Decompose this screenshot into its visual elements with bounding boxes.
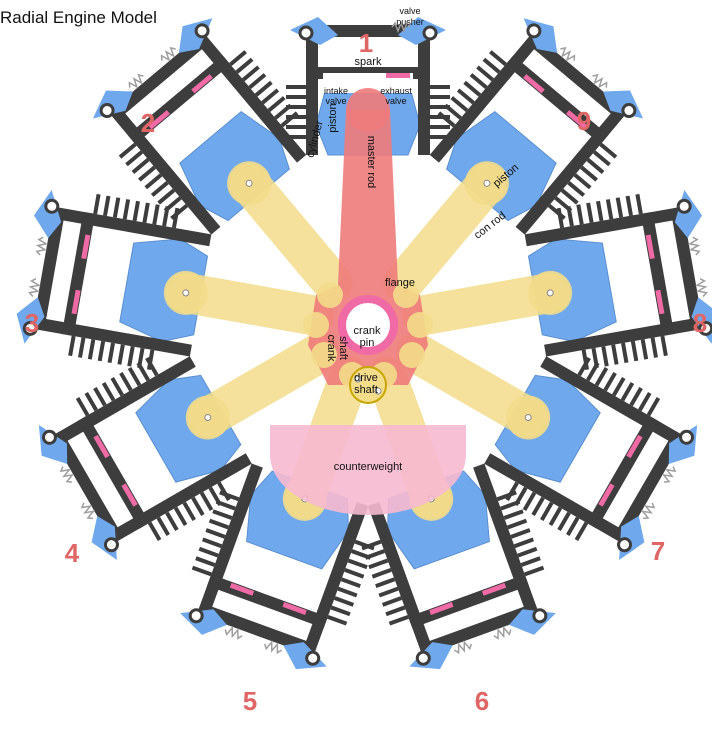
cylinder-number-8: 8 [693,308,707,338]
crank-shaft-label-2: shaft [337,336,349,360]
cylinder-number-5: 5 [243,686,257,716]
cylinder-number-2: 2 [141,108,155,138]
intake-valve-label-1: intake [324,86,348,96]
cylinder-number-1: 1 [359,28,373,58]
cylinder-number-9: 9 [577,106,591,136]
crank-pin-label-2: pin [360,337,375,349]
counterweight-label: counterweight [334,461,403,473]
cylinder-number-4: 4 [65,538,80,568]
piston-label-1: piston [327,103,339,132]
cylinder-number-6: 6 [475,686,489,716]
flange-label: flange [385,277,415,289]
drive-shaft-label-2: shaft [354,384,378,396]
exhaust-valve-label-1: exhaust [380,86,412,96]
drive-shaft-label-1: drive [354,372,378,384]
cylinder-number-7: 7 [651,536,665,566]
crank-pin-label-1: crank [354,325,381,337]
master-rod-label: master rod [365,136,377,189]
cylinder-number-3: 3 [25,308,39,338]
crank-shaft-label-1: crank [325,335,337,362]
valve-pusher-label-2: pusher [396,17,424,27]
exhaust-valve-label-2: valve [385,96,406,106]
valve-pusher-label-1: valve [399,6,420,16]
